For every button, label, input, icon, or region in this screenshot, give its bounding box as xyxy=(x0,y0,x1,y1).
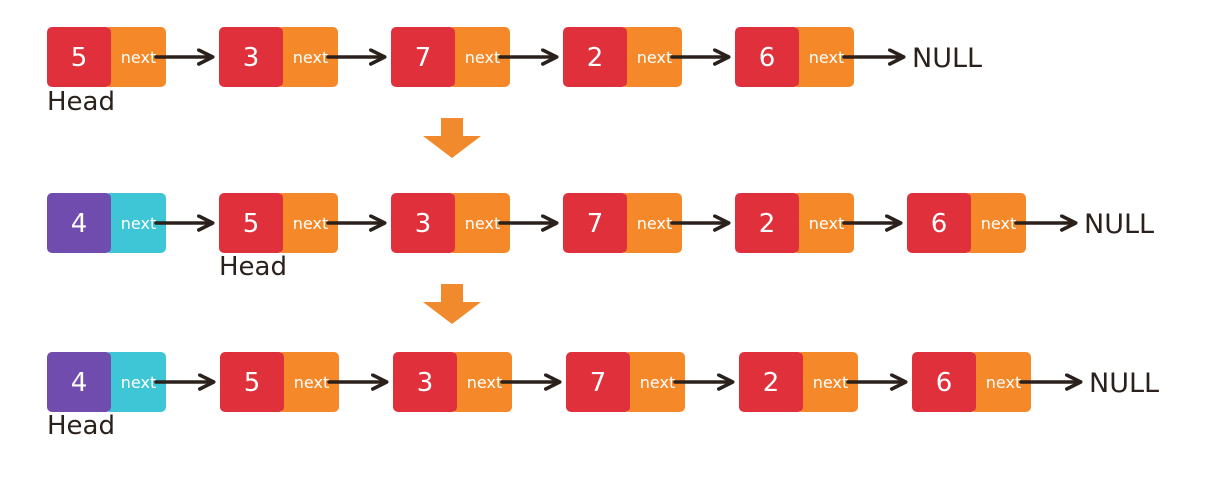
node-value-field xyxy=(735,27,799,87)
new-list-node: 4 next xyxy=(47,352,166,412)
node-next-label: next xyxy=(809,48,844,67)
node-next-label: next xyxy=(293,48,328,67)
node-next-field xyxy=(793,27,854,87)
node-next-field xyxy=(624,352,685,412)
list-node: 5 next xyxy=(47,27,166,87)
node-next-label: next xyxy=(465,214,500,233)
null-label: NULL xyxy=(1084,209,1154,240)
node-next-label: next xyxy=(640,373,675,392)
node-value-label: 6 xyxy=(759,43,776,73)
node-value-field xyxy=(563,193,627,253)
node-value-field xyxy=(47,27,111,87)
list-row: 4 next 5 next 3 next 7 next 2 next 6 next NULL Head xyxy=(47,352,1159,441)
list-node: 6 next xyxy=(735,27,854,87)
node-value-field xyxy=(219,27,283,87)
new-list-node: 4 next xyxy=(47,193,166,253)
node-next-label: next xyxy=(637,214,672,233)
node-next-field xyxy=(449,27,510,87)
head-label: Head xyxy=(219,252,287,282)
node-next-field xyxy=(105,27,166,87)
node-value-field xyxy=(219,193,283,253)
node-next-field xyxy=(277,193,338,253)
node-next-field xyxy=(278,352,339,412)
node-value-label: 2 xyxy=(759,209,776,239)
down-arrow-icon xyxy=(423,118,481,158)
list-node: 5 next xyxy=(219,193,338,253)
node-next-label: next xyxy=(981,214,1016,233)
node-next-label: next xyxy=(121,48,156,67)
node-value-field xyxy=(735,193,799,253)
node-value-field xyxy=(563,27,627,87)
null-label: NULL xyxy=(1089,368,1159,399)
head-label: Head xyxy=(47,411,115,441)
node-value-field xyxy=(391,193,455,253)
node-next-label: next xyxy=(121,373,156,392)
node-next-label: next xyxy=(813,373,848,392)
null-label: NULL xyxy=(912,43,982,74)
node-value-field xyxy=(393,352,457,412)
node-value-field xyxy=(47,352,111,412)
node-next-label: next xyxy=(986,373,1021,392)
node-next-label: next xyxy=(467,373,502,392)
node-value-field xyxy=(220,352,284,412)
node-value-label: 5 xyxy=(243,209,260,239)
node-value-label: 7 xyxy=(587,209,604,239)
list-node: 6 next xyxy=(912,352,1031,412)
transitions-layer xyxy=(423,118,481,324)
list-node: 2 next xyxy=(563,27,682,87)
node-value-label: 5 xyxy=(244,368,261,398)
list-row: 4 next 5 next 3 next 7 next 2 next 6 next NULL Head xyxy=(47,193,1154,282)
node-next-field xyxy=(105,352,166,412)
node-value-label: 7 xyxy=(590,368,607,398)
node-value-label: 4 xyxy=(71,209,88,239)
node-next-label: next xyxy=(465,48,500,67)
node-next-field xyxy=(105,193,166,253)
list-node: 3 next xyxy=(219,27,338,87)
node-next-field xyxy=(451,352,512,412)
node-next-label: next xyxy=(637,48,672,67)
node-next-label: next xyxy=(293,214,328,233)
node-value-label: 3 xyxy=(243,43,260,73)
node-next-field xyxy=(793,193,854,253)
down-arrow-icon xyxy=(423,284,481,324)
node-value-field xyxy=(739,352,803,412)
node-value-label: 3 xyxy=(417,368,434,398)
node-next-label: next xyxy=(121,214,156,233)
list-node: 3 next xyxy=(391,193,510,253)
node-value-label: 2 xyxy=(763,368,780,398)
list-node: 7 next xyxy=(391,27,510,87)
node-value-field xyxy=(907,193,971,253)
node-next-field xyxy=(277,27,338,87)
list-node: 3 next xyxy=(393,352,512,412)
list-node: 7 next xyxy=(566,352,685,412)
list-node: 7 next xyxy=(563,193,682,253)
node-value-field xyxy=(912,352,976,412)
list-node: 2 next xyxy=(739,352,858,412)
node-value-field xyxy=(566,352,630,412)
node-next-field xyxy=(970,352,1031,412)
node-next-field xyxy=(449,193,510,253)
list-node: 2 next xyxy=(735,193,854,253)
list-node: 5 next xyxy=(220,352,339,412)
node-next-label: next xyxy=(809,214,844,233)
node-next-label: next xyxy=(294,373,329,392)
node-value-label: 6 xyxy=(936,368,953,398)
node-value-label: 5 xyxy=(71,43,88,73)
node-value-field xyxy=(391,27,455,87)
list-node: 6 next xyxy=(907,193,1026,253)
node-value-label: 2 xyxy=(587,43,604,73)
node-value-label: 4 xyxy=(71,368,88,398)
node-next-field xyxy=(621,193,682,253)
node-value-label: 3 xyxy=(415,209,432,239)
node-value-field xyxy=(47,193,111,253)
node-value-label: 7 xyxy=(415,43,432,73)
node-value-label: 6 xyxy=(931,209,948,239)
node-next-field xyxy=(621,27,682,87)
list-row: 5 next 3 next 7 next 2 next 6 next NULL Head xyxy=(47,27,982,117)
node-next-field xyxy=(965,193,1026,253)
node-next-field xyxy=(797,352,858,412)
head-label: Head xyxy=(47,87,115,117)
